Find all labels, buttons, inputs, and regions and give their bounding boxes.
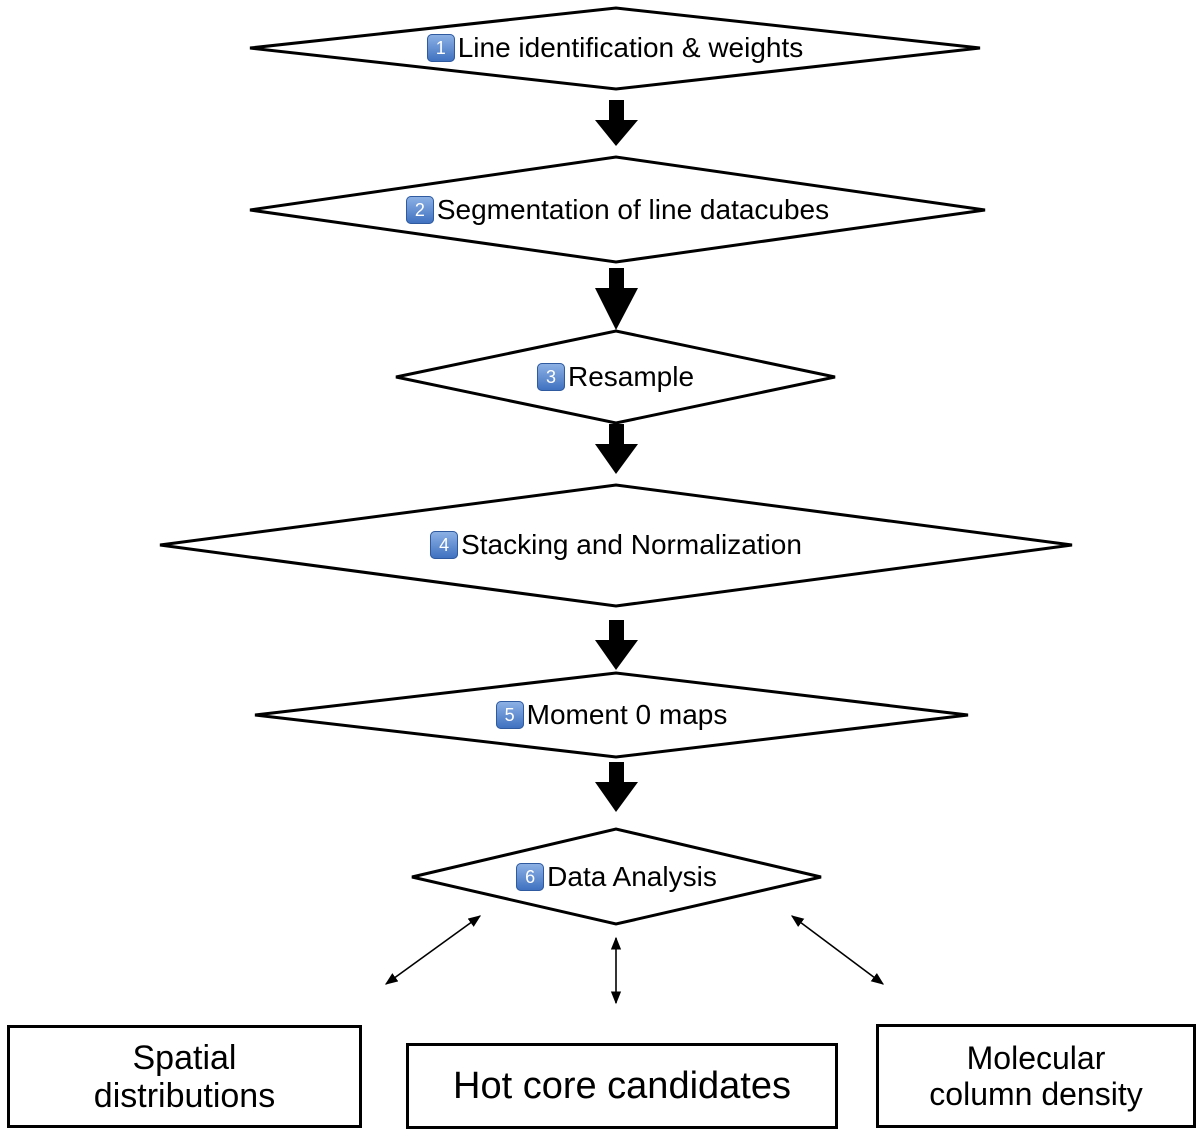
step-3-text: Resample: [567, 361, 695, 392]
output-spatial-line2: distributions: [93, 1076, 276, 1115]
step-4-label: 4 Stacking and Normalization: [160, 525, 1072, 565]
link-spatial-arrow: [384, 915, 482, 985]
step-1-text: Line identification & weights: [457, 32, 804, 63]
output-molecular-line2: column density: [929, 1076, 1143, 1112]
number-2-icon: 2: [405, 196, 434, 224]
output-hot-core-label: Hot core candidates: [453, 1064, 791, 1107]
step-2-text: Segmentation of line datacubes: [436, 194, 830, 225]
step-6-label: 6 Data Analysis: [412, 857, 821, 897]
step-2-diamond: [249, 155, 986, 264]
step-1-diamond: [249, 6, 981, 91]
step-3-diamond: [395, 329, 836, 425]
output-spatial-box: Spatial distributions: [7, 1025, 362, 1128]
step-5-text: Moment 0 maps: [526, 699, 728, 730]
output-molecular-box: Molecular column density: [876, 1024, 1196, 1128]
arrow-3-to-4: [595, 424, 638, 474]
output-hot-core-box: Hot core candidates: [406, 1043, 838, 1129]
number-1-icon: 1: [426, 34, 455, 62]
step-1-label: 1 Line identification & weights: [250, 28, 980, 68]
number-3-icon: 3: [536, 363, 565, 391]
step-6-text: Data Analysis: [547, 861, 717, 892]
step-3-label: 3 Resample: [396, 357, 835, 397]
number-6-icon: 6: [516, 863, 545, 891]
arrow-4-to-5: [595, 620, 638, 670]
step-4-text: Stacking and Normalization: [461, 529, 802, 560]
step-4-diamond: [159, 483, 1073, 608]
number-5-icon: 5: [495, 701, 524, 729]
arrow-1-to-2: [595, 100, 638, 146]
output-molecular-line1: Molecular: [966, 1040, 1106, 1076]
link-molecular-arrow: [790, 915, 885, 985]
number-4-icon: 4: [430, 531, 459, 559]
step-2-label: 2 Segmentation of line datacubes: [250, 190, 985, 230]
output-spatial-line1: Spatial: [132, 1038, 237, 1077]
step-6-diamond: [411, 827, 822, 926]
step-5-label: 5 Moment 0 maps: [255, 695, 968, 735]
step-5-diamond: [254, 671, 969, 759]
arrow-5-to-6: [595, 762, 638, 812]
arrow-2-to-3: [595, 268, 638, 330]
